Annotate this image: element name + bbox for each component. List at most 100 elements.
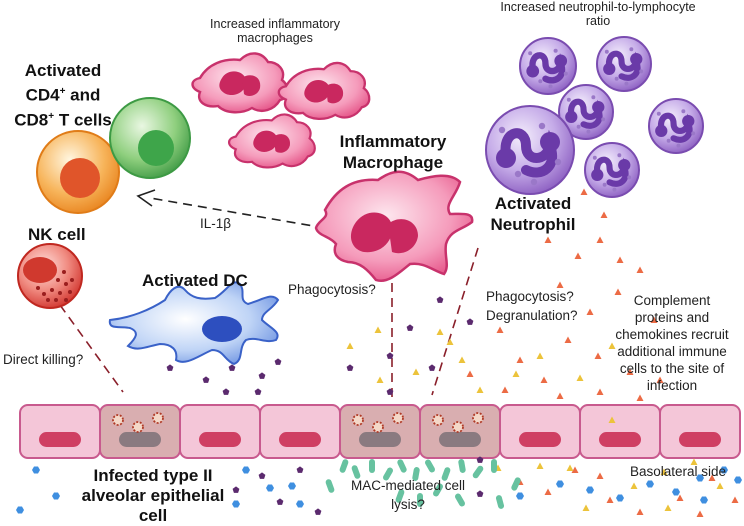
- small-macrophages: [191, 52, 371, 169]
- chemokine-triangle: [412, 368, 420, 375]
- nk-cell: [17, 243, 83, 309]
- chemokine-triangle: [536, 352, 544, 359]
- epithelial-cell: [579, 404, 661, 459]
- chemokine-triangle: [501, 386, 509, 393]
- chemokine-triangle: [374, 326, 382, 333]
- virus-particle: [352, 414, 364, 426]
- complement-protein: [425, 459, 435, 473]
- pentagon-molecule: [314, 508, 322, 515]
- pentagon-molecule: [386, 388, 394, 395]
- pentagon-molecule: [466, 318, 474, 325]
- neutrophil-to-cell-line: [431, 247, 479, 396]
- pentagon-molecule: [166, 364, 174, 371]
- increased-ratio-label: Increased neutrophil-to-lymphocyte ratio: [500, 0, 696, 29]
- complement-protein: [458, 459, 466, 473]
- chemokine-triangle: [580, 188, 588, 195]
- chemokine-triangle: [696, 510, 704, 517]
- pentagon-molecule: [276, 498, 284, 505]
- infected-epithelial-cell: [99, 404, 181, 459]
- chemokine-triangle: [690, 458, 698, 465]
- pentagon-molecule: [254, 388, 262, 395]
- complement-protein: [325, 479, 335, 493]
- chemokine-triangle: [466, 370, 474, 377]
- complement-protein: [455, 493, 465, 507]
- pentagon-molecule: [274, 358, 282, 365]
- chemokine-triangle: [582, 504, 590, 511]
- virus-particle: [432, 414, 444, 426]
- neutrophil-cell: [558, 84, 614, 140]
- t-cells-label: Activated CD4+ and CD8+ T cells: [14, 61, 112, 130]
- hexagon-molecule: [734, 476, 742, 484]
- chemokine-triangle: [608, 416, 616, 423]
- il1b-arrow: [136, 189, 326, 229]
- infected-cell-label: Infected type II alveolar epithelial cel…: [81, 466, 225, 525]
- hexagon-molecule: [16, 506, 24, 514]
- chemokine-triangle: [544, 236, 552, 243]
- epithelial-cell: [499, 404, 581, 459]
- cd4-t-cell: [36, 130, 120, 214]
- chemokine-triangle: [436, 328, 444, 335]
- chemokine-triangle: [574, 252, 582, 259]
- neutrophils: [485, 36, 704, 198]
- complement-protein: [491, 459, 497, 473]
- neutrophil-cell: [584, 142, 640, 198]
- complement-protein: [417, 493, 423, 507]
- hexagon-molecule: [32, 466, 40, 474]
- hexagon-molecule: [266, 484, 274, 492]
- complement-protein: [441, 467, 451, 481]
- chemokine-triangle: [516, 356, 524, 363]
- virus-particle: [372, 421, 384, 433]
- small-macrophage: [191, 52, 289, 114]
- hexagon-molecule: [296, 500, 304, 508]
- neutrophil-cell: [596, 36, 652, 92]
- chemokine-triangle: [630, 482, 638, 489]
- virus-particle: [472, 412, 484, 424]
- chemokine-triangle: [716, 482, 724, 489]
- mac-lysis-label: MAC-mediated cell lysis?: [350, 478, 466, 512]
- pentagon-molecule: [202, 376, 210, 383]
- hexagon-molecule: [516, 492, 524, 500]
- virus-particle: [452, 421, 464, 433]
- pentagon-molecule: [476, 456, 484, 463]
- nk-to-infected-line: [59, 304, 124, 393]
- chemokine-triangle: [571, 466, 579, 473]
- chemokine-triangle: [496, 326, 504, 333]
- complement-protein: [383, 467, 393, 481]
- epithelial-cell: [179, 404, 261, 459]
- hexagon-molecule: [700, 496, 708, 504]
- chemokine-triangle: [476, 386, 484, 393]
- pentagon-molecule: [258, 472, 266, 479]
- chemokine-triangle: [564, 336, 572, 343]
- virus-particle: [132, 421, 144, 433]
- complement-protein: [351, 465, 361, 479]
- chemokine-triangle: [616, 256, 624, 263]
- hexagon-molecule: [242, 466, 250, 474]
- chemokine-triangle: [731, 496, 739, 503]
- pentagon-molecule: [406, 324, 414, 331]
- chemokine-triangle: [708, 474, 716, 481]
- chemokine-triangle: [540, 376, 548, 383]
- pentagon-molecule: [296, 466, 304, 473]
- infected-epithelial-cell: [339, 404, 421, 459]
- direct-killing-label: Direct killing?: [3, 352, 84, 367]
- chemokine-triangle: [376, 376, 384, 383]
- pentagon-molecule: [258, 372, 266, 379]
- small-macrophage: [227, 113, 316, 169]
- chemokine-triangle: [656, 376, 664, 383]
- virus-particle: [392, 412, 404, 424]
- chemokine-triangle: [596, 472, 604, 479]
- increased-macrophages-label: Increased inflammatory macrophages: [210, 17, 340, 46]
- epithelial-cell: [259, 404, 341, 459]
- chemokine-triangle: [596, 388, 604, 395]
- neutrophil-cell: [648, 98, 704, 154]
- hexagon-molecule: [586, 486, 594, 494]
- complement-protein: [511, 477, 521, 491]
- chemokine-triangle: [576, 374, 584, 381]
- dashed-connectors: [59, 247, 479, 402]
- cd8-t-cell: [109, 97, 191, 179]
- chemokine-triangle: [556, 392, 564, 399]
- inflammatory-macrophage: [314, 170, 474, 283]
- complement-protein: [339, 459, 349, 473]
- chemokine-triangle: [556, 281, 564, 288]
